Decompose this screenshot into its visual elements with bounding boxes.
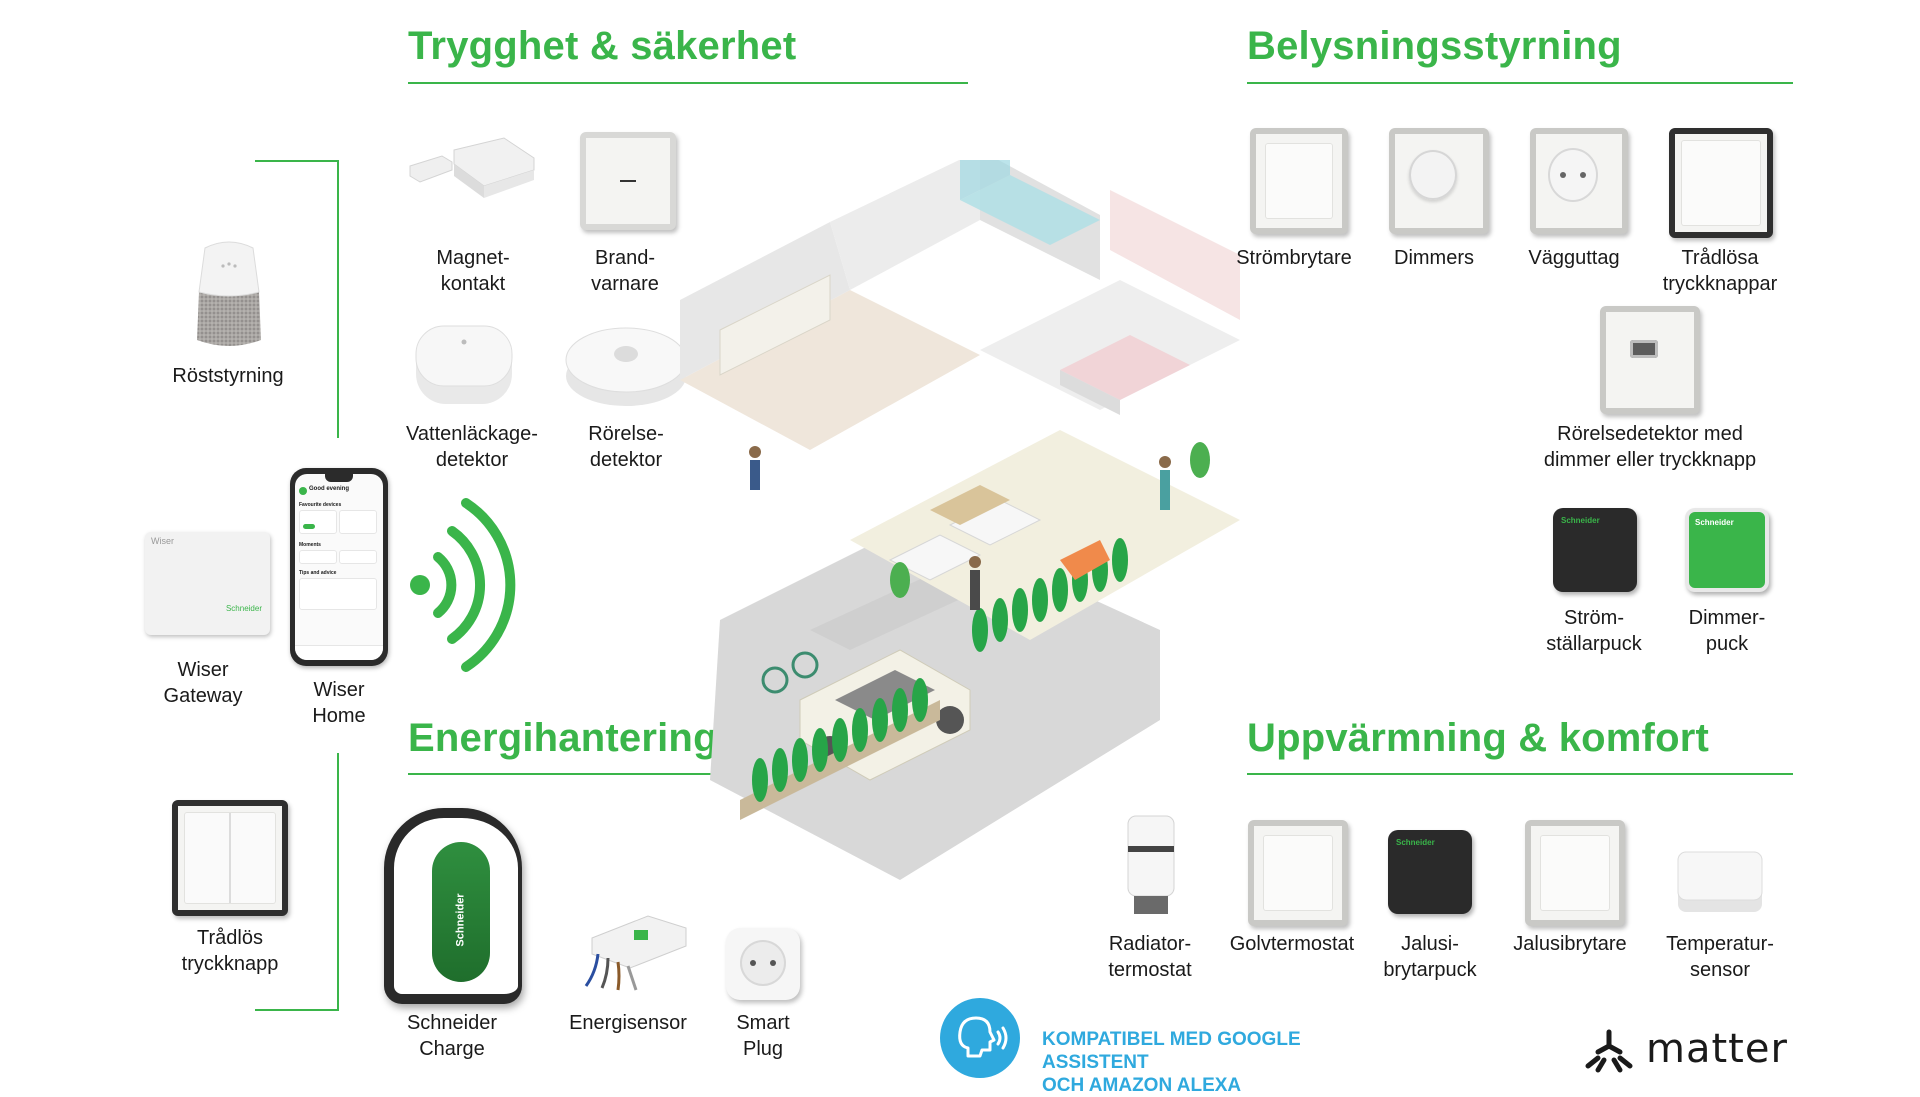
voice-assistant-icon (940, 998, 1020, 1078)
wireless-button-device (172, 800, 288, 916)
heading-energy: Energihantering (408, 716, 718, 760)
dimmer-puck-brand: Schneider (1695, 518, 1734, 527)
dimmer-puck-device: Schneider (1685, 508, 1769, 592)
smart-speaker (193, 240, 265, 350)
floor-thermostat-device (1248, 820, 1348, 926)
matter-logo-text: matter (1646, 1026, 1788, 1072)
label-switch-puck: Ström-ställarpuck (1546, 607, 1642, 655)
blind-switch-device (1525, 820, 1625, 926)
divider-lighting (1247, 82, 1793, 84)
bracket-bottom-v (337, 753, 339, 1011)
divider-safety (408, 82, 968, 84)
wireless-buttons-device (1669, 128, 1773, 238)
blind-puck-device: Schneider (1388, 830, 1472, 914)
wall-socket-device (1530, 128, 1628, 234)
label-motion-detector: Rörelse-detektor (588, 423, 664, 471)
wireless-signal-icon (400, 495, 520, 675)
label-dimmer-puck: Dimmer-puck (1688, 607, 1766, 655)
gateway-logo: Schneider (225, 604, 262, 613)
dimmer-device (1389, 128, 1489, 234)
label-water-leak: Vattenläckage-detektor (406, 423, 538, 471)
light-switch-device (1250, 128, 1348, 234)
label-blind-switch: Jalusibrytare (1513, 933, 1627, 955)
switch-puck-brand: Schneider (1561, 516, 1600, 525)
magnetic-contact-device (408, 136, 536, 210)
heading-safety: Trygghet & säkerhet (408, 24, 797, 68)
temperature-sensor-device (1676, 848, 1764, 916)
wiser-gateway: Wiser Schneider (145, 532, 270, 635)
bracket-top-h (255, 160, 339, 162)
radiator-thermostat-device (1122, 810, 1180, 920)
label-dimmer: Dimmers (1394, 247, 1474, 269)
bracket-top-v (337, 160, 339, 438)
compat-text: KOMPATIBEL MED GOOGLE ASSISTENT OCH AMAZ… (1042, 1029, 1301, 1096)
label-wall-socket: Vägguttag (1528, 247, 1620, 269)
divider-heating (1247, 773, 1793, 775)
label-radiator-thermostat: Radiator-termostat (1108, 933, 1192, 981)
bracket-bottom-h (255, 1009, 339, 1011)
app-favourites: Favourite devices (299, 502, 342, 508)
switch-puck-device: Schneider (1553, 508, 1637, 592)
wiser-home-phone: Good evening Favourite devices Moments T… (290, 468, 388, 666)
water-leak-detector-device (412, 320, 516, 414)
label-light-switch: Strömbrytare (1236, 247, 1352, 269)
app-moments: Moments (299, 542, 321, 548)
label-magnetic-contact: Magnet-kontakt (436, 247, 510, 295)
ev-charger-text: Schneider (454, 893, 467, 947)
app-greeting: Good evening (309, 486, 350, 492)
label-smoke-alarm: Brand-varnare (591, 247, 659, 295)
motion-dimmer-device (1600, 306, 1700, 414)
app-tips: Tips and advice (299, 570, 337, 576)
gateway-brand: Wiser (151, 536, 174, 546)
label-energy-sensor: Energisensor (569, 1012, 687, 1034)
label-temperature-sensor: Temperatur-sensor (1666, 933, 1774, 981)
blind-puck-brand: Schneider (1396, 838, 1435, 847)
ev-charger-device: Schneider (384, 808, 522, 1004)
label-floor-thermostat: Golvtermostat (1229, 933, 1355, 955)
heading-heating: Uppvärmning & komfort (1247, 716, 1709, 760)
label-blind-puck: Jalusi-brytarpuck (1383, 933, 1477, 981)
motion-detector-device (563, 320, 689, 414)
label-voice-control: Röststyrning (172, 365, 284, 387)
phone-screen: Good evening Favourite devices Moments T… (295, 474, 383, 660)
heading-lighting: Belysningsstyrning (1247, 24, 1622, 68)
divider-energy (408, 773, 808, 775)
matter-logo-icon (1584, 1028, 1634, 1074)
smoke-alarm-device (580, 132, 676, 230)
house-illustration (680, 125, 1240, 920)
smart-plug-device (726, 928, 800, 1000)
energy-sensor-device (578, 908, 688, 994)
